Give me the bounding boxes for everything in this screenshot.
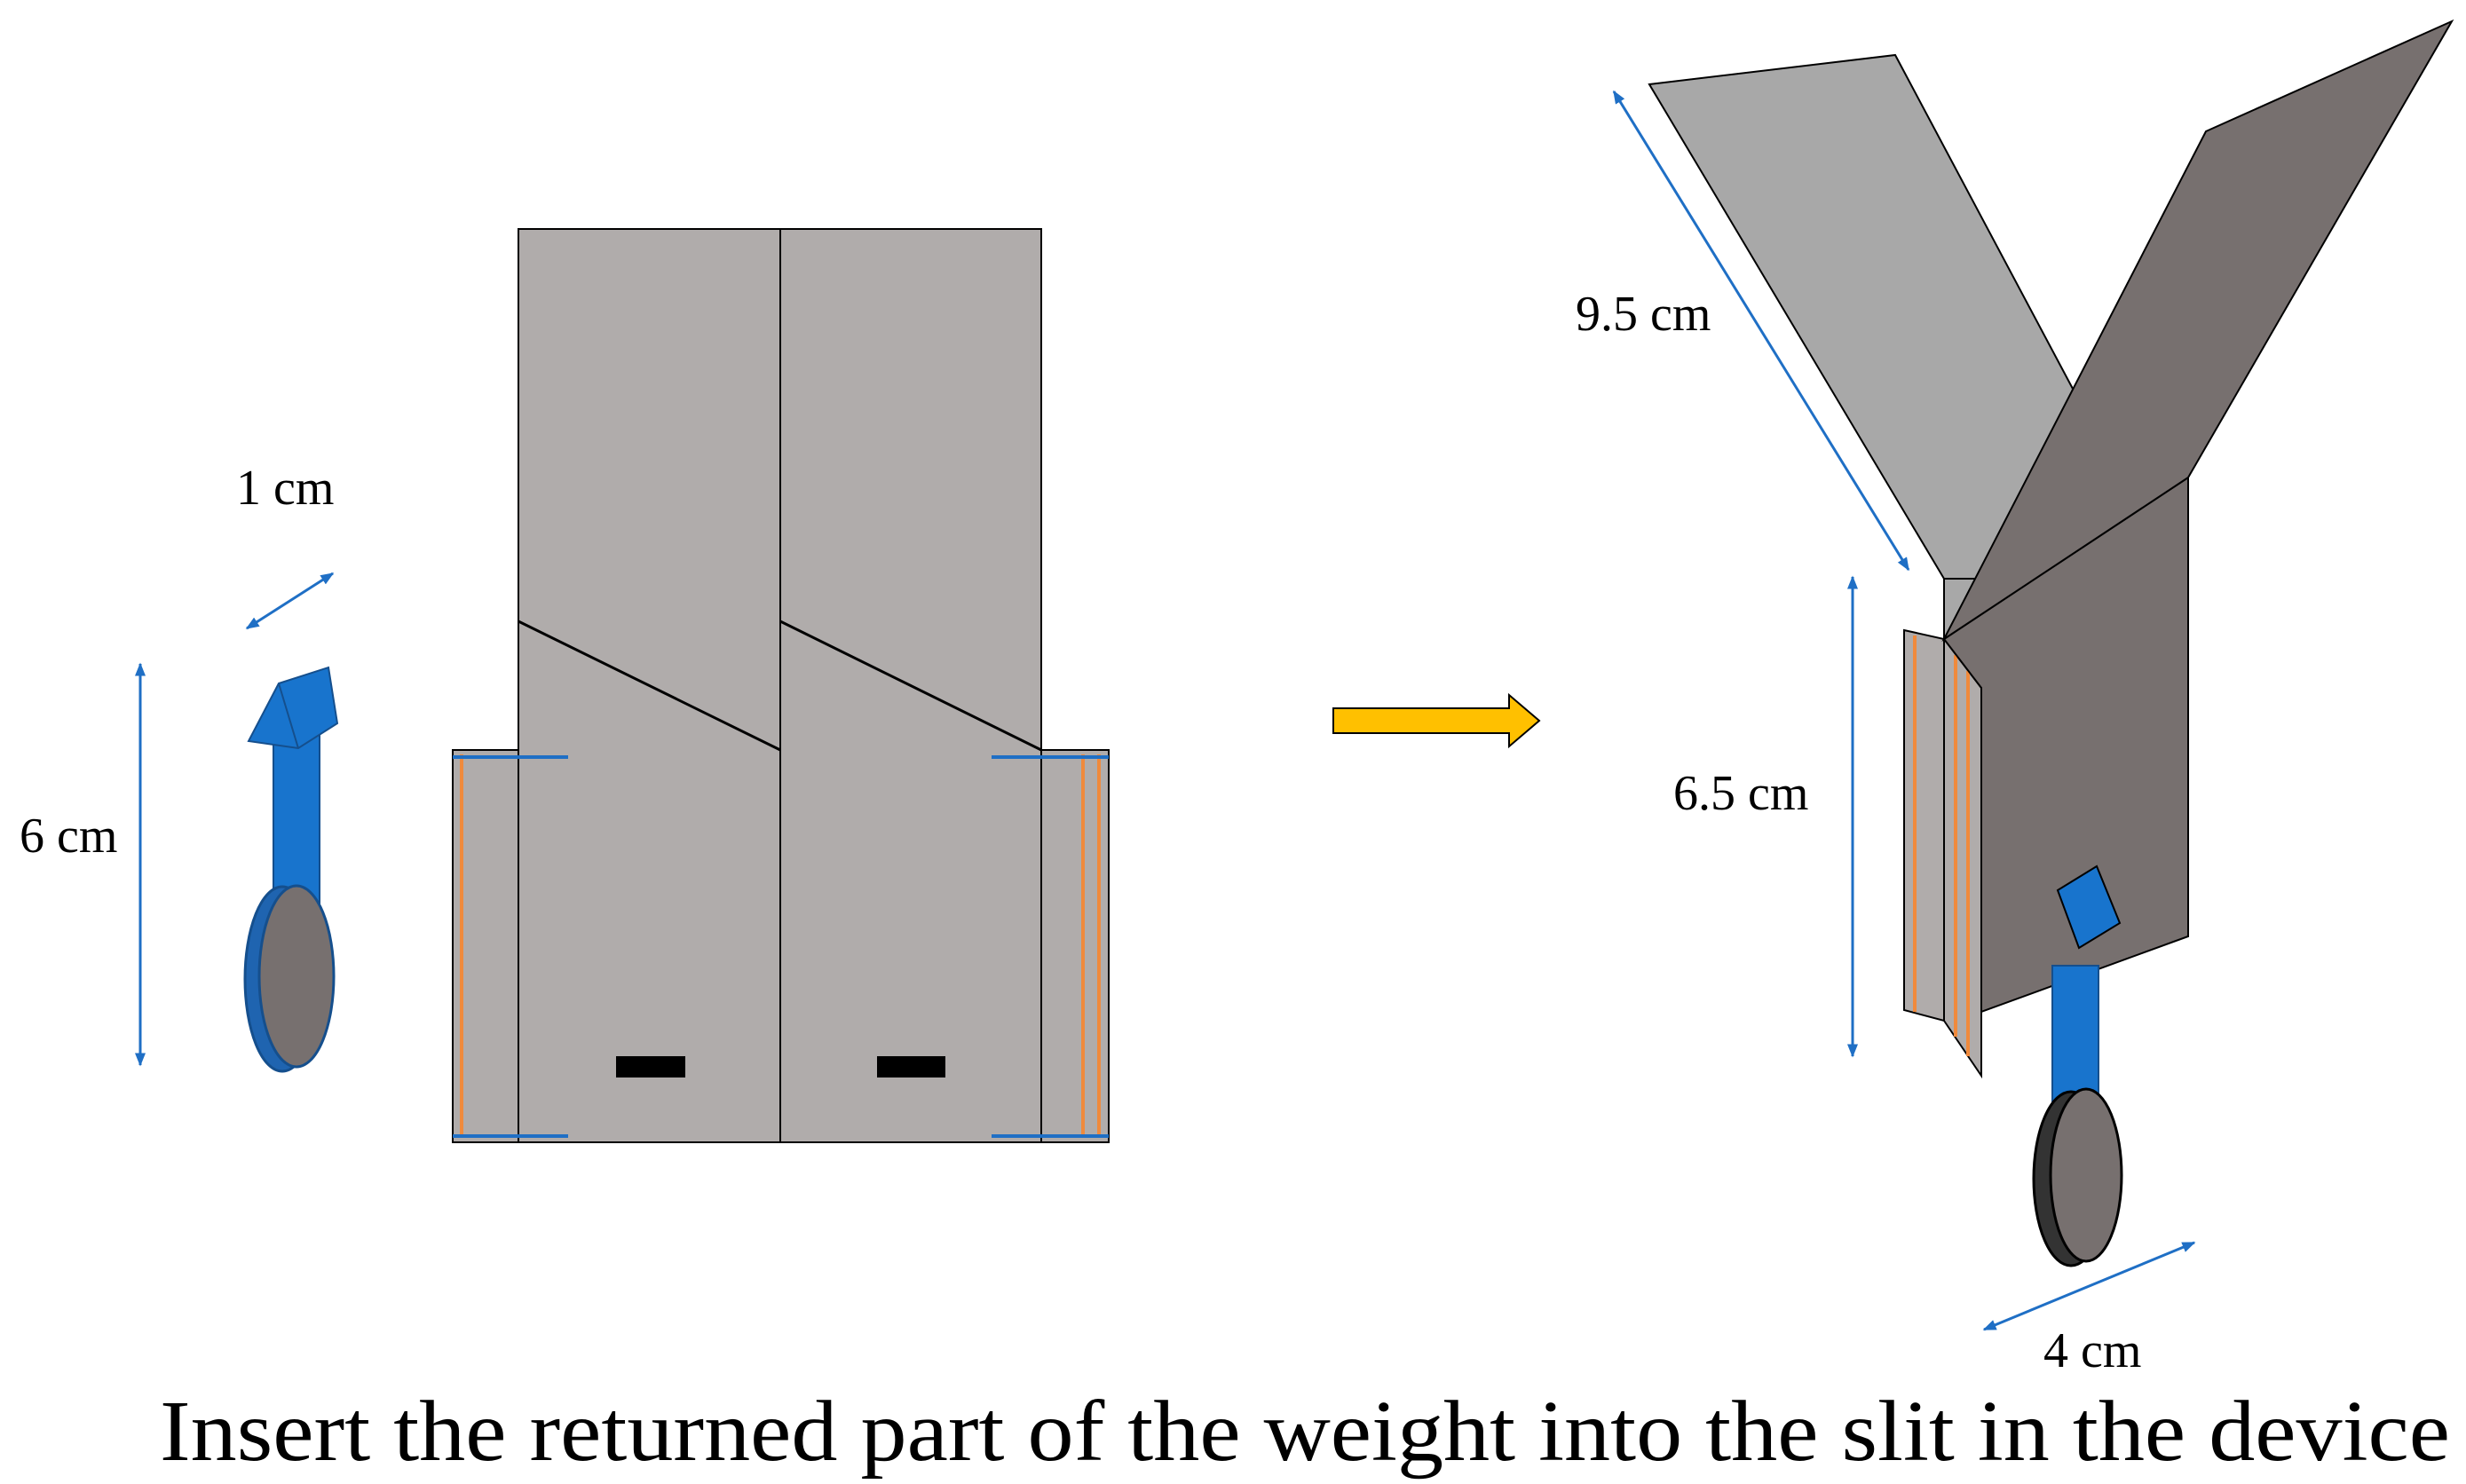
inserted-weight-disc bbox=[2049, 1087, 2123, 1263]
weight-tip-fold bbox=[278, 683, 299, 749]
weight-width-arrow bbox=[245, 572, 335, 630]
weight-tip bbox=[247, 666, 339, 750]
side-tab-assembled bbox=[1903, 628, 1945, 1022]
front-tab-assembled bbox=[1943, 636, 1982, 1079]
weight-disc bbox=[257, 884, 336, 1069]
right-diagonal-fold bbox=[779, 620, 1042, 752]
weight-piece bbox=[243, 666, 339, 1073]
right-slit bbox=[877, 1056, 945, 1077]
base-width-label: 4 cm bbox=[2043, 1323, 2141, 1378]
unfolded-template bbox=[452, 228, 1110, 1143]
inserted-weight-tip bbox=[2056, 864, 2122, 950]
flap-length-label: 9.5 cm bbox=[1576, 287, 1711, 342]
flap-length-arrow bbox=[1612, 90, 1910, 572]
left-side-tab bbox=[452, 749, 519, 1143]
left-slit bbox=[616, 1056, 685, 1077]
assembled-device bbox=[1648, 19, 2454, 1267]
base-width-arrow bbox=[1982, 1241, 2196, 1331]
transition-arrow bbox=[1332, 692, 1541, 749]
caption: Insert the returned part of the weight i… bbox=[160, 1384, 2450, 1480]
weight-length-label: 6 cm bbox=[20, 809, 117, 864]
back-flap bbox=[1648, 53, 2075, 580]
weight-width-label: 1 cm bbox=[236, 461, 334, 516]
left-diagonal-fold bbox=[518, 620, 781, 752]
side-height-label: 6.5 cm bbox=[1673, 766, 1808, 821]
front-flap bbox=[1941, 19, 2454, 642]
